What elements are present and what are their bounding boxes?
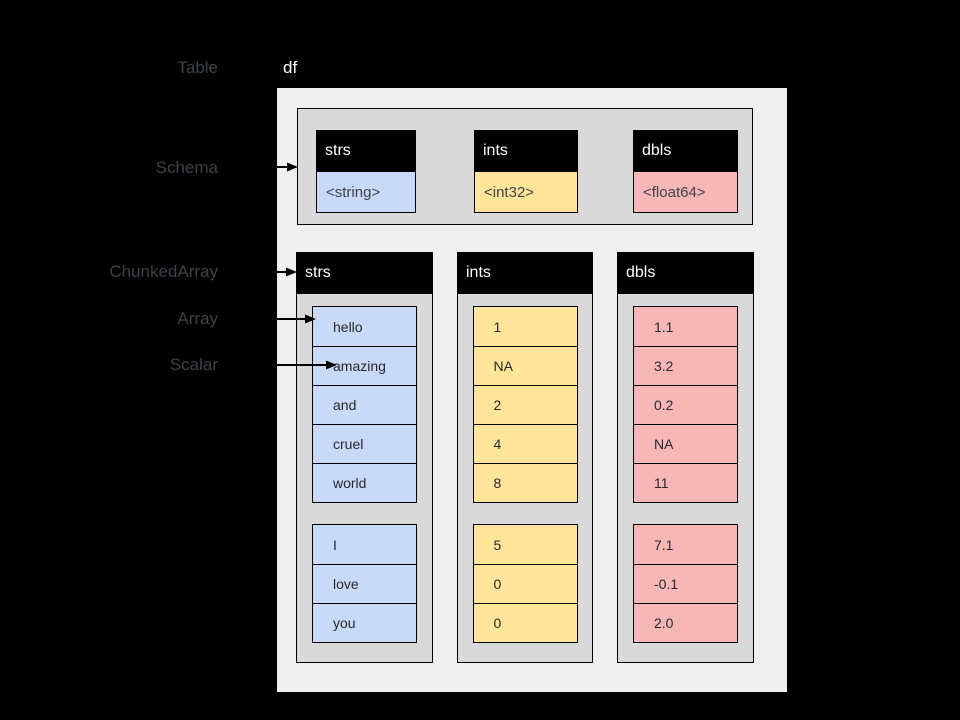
schema-field-type: <int32> [474,171,578,213]
array-cell: I [313,525,416,564]
table-box: strs<string>ints<int32>dbls<float64> str… [277,88,787,692]
column-header: strs [296,252,433,293]
label-table: Table [177,58,218,77]
label-array: Array [177,309,218,328]
label-chunked-array: ChunkedArray [109,262,218,281]
array-cell: 2 [473,385,577,424]
array-cell: NA [634,424,737,463]
array-cell: 4 [473,424,577,463]
array-cell: NA [473,346,577,385]
schema-field-dbls: dbls<float64> [633,130,738,213]
array-cell: hello [313,307,416,346]
array-cell: 1 [473,307,577,346]
array-cell: 3.2 [634,346,737,385]
schema-field-name: strs [316,130,416,171]
array-cell: 11 [634,463,737,502]
schema-field-type: <string> [316,171,416,213]
array-cell: world [313,463,416,502]
table-name: df [283,58,298,77]
array-cell: 5 [473,525,577,564]
array-cell: 7.1 [634,525,737,564]
array-cell: and [313,385,416,424]
array-cell: 8 [473,463,577,502]
label-scalar: Scalar [169,355,218,374]
array-cell: cruel [313,424,416,463]
array-cell: 0 [473,564,577,603]
schema-field-strs: strs<string> [316,130,416,213]
array-cell: you [313,603,416,642]
array-cell: 2.0 [634,603,737,642]
array-cell: love [313,564,416,603]
schema-field-type: <float64> [633,171,738,213]
schema-field-name: dbls [633,130,738,171]
schema-field-ints: ints<int32> [474,130,578,213]
column-header: dbls [617,252,754,293]
label-schema: Schema [155,158,218,177]
array-cell: 1.1 [634,307,737,346]
array-cell: -0.1 [634,564,737,603]
array-cell: amazing [313,346,416,385]
schema-box: strs<string> ints<int32> dbls<float64> [297,108,753,225]
schema-field-name: ints [474,130,578,171]
column-header: ints [457,252,593,293]
array-cell: 0.2 [634,385,737,424]
array-cell: 0 [473,603,577,642]
